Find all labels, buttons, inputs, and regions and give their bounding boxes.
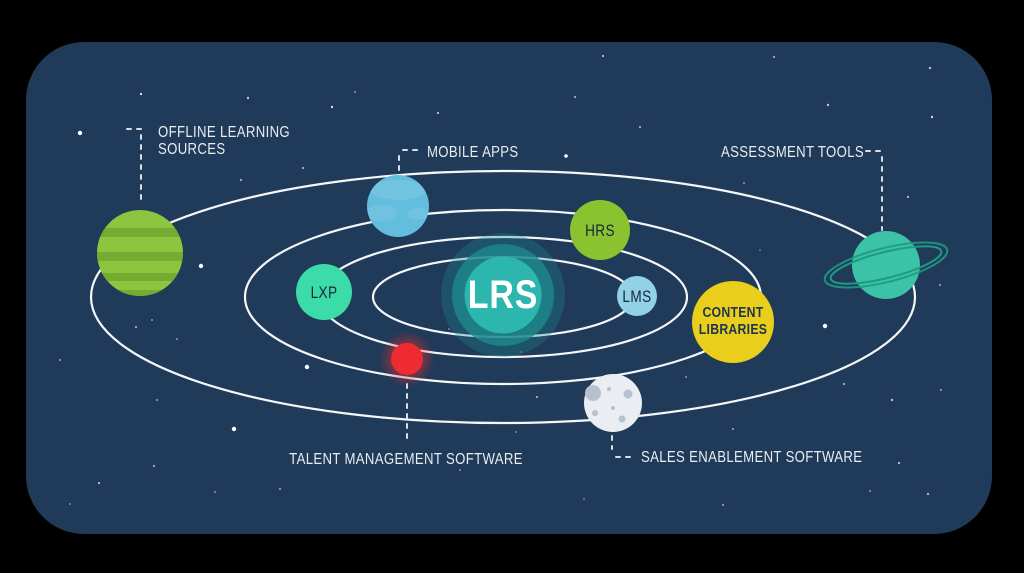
assessment-tools-planet	[823, 231, 949, 299]
sales-enablement-moon	[584, 374, 642, 432]
lms-label: LMS	[622, 288, 651, 307]
offline-learning-label-line-2: SOURCES	[158, 141, 225, 158]
sales-leader-line	[611, 435, 635, 458]
lrs-core: LRS	[441, 233, 565, 357]
content-libraries-label-line-2: LIBRARIES	[699, 321, 767, 337]
content-libraries-satellite: CONTENT LIBRARIES	[692, 281, 774, 363]
orbit-ring-4	[89, 169, 917, 425]
saturn-ring-outer	[823, 241, 949, 289]
lxp-label: LXP	[311, 284, 338, 303]
lxp-satellite: LXP	[296, 264, 352, 320]
content-libraries-label-line-1: CONTENT	[702, 304, 763, 320]
assessment-tools-label: ASSESSMENT TOOLS	[721, 144, 864, 161]
stars-layer	[59, 54, 942, 506]
assessment-leader-line	[865, 150, 883, 231]
saturn-ring-inner	[829, 245, 943, 285]
sales-enablement-label: SALES ENABLEMENT SOFTWARE	[641, 449, 862, 466]
hrs-satellite: HRS	[570, 200, 630, 260]
outer-labels: OFFLINE LEARNING SOURCES MOBILE APPS ASS…	[158, 124, 864, 468]
talent-management-planet	[379, 331, 435, 387]
offline-learning-label-line-1: OFFLINE LEARNING	[158, 124, 290, 141]
hrs-label: HRS	[585, 222, 615, 241]
lrs-label: LRS	[468, 271, 539, 316]
mobile-apps-label: MOBILE APPS	[427, 144, 519, 161]
offline-learning-planet	[97, 210, 183, 296]
lms-satellite: LMS	[617, 276, 657, 316]
mobile-apps-planet	[367, 175, 429, 237]
leader-lines	[126, 128, 883, 458]
mobile-leader-line	[398, 149, 422, 174]
offline-leader-line	[126, 128, 142, 203]
talent-management-label: TALENT MANAGEMENT SOFTWARE	[289, 451, 523, 468]
